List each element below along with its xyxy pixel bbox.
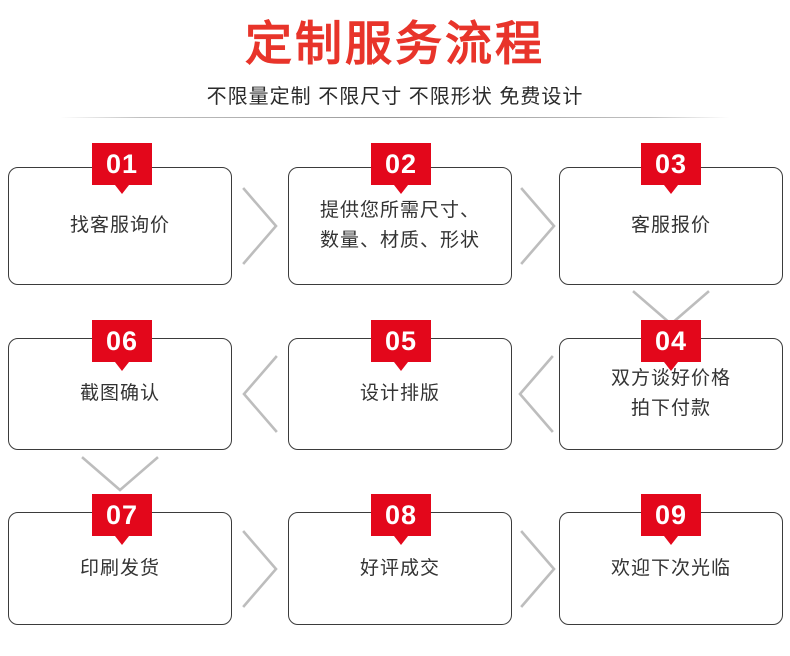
step-badge-06: 06	[92, 320, 152, 371]
step-label-04: 双方谈好价格 拍下付款	[610, 368, 731, 419]
step-number-02: 02	[384, 148, 418, 179]
step-badge-05: 05	[371, 320, 431, 371]
step-number-09: 09	[654, 499, 688, 530]
step-number-08: 08	[384, 499, 418, 530]
connector-07-to-08-chevron-right-icon	[236, 526, 284, 612]
connector-02-to-03-chevron-right-icon	[514, 183, 562, 269]
step-label-02: 提供您所需尺寸、 数量、材质、形状	[319, 200, 480, 251]
connector-01-to-02-chevron-right-icon	[236, 183, 284, 269]
step-label-03: 客服报价	[630, 215, 711, 236]
step-badge-03: 03	[641, 143, 701, 194]
step-label-01: 找客服询价	[69, 215, 170, 236]
step-label-06: 截图确认	[79, 383, 160, 404]
connector-08-to-09-chevron-right-icon	[514, 526, 562, 612]
step-number-05: 05	[384, 325, 418, 356]
step-number-01: 01	[105, 148, 139, 179]
page-title: 定制服务流程	[245, 17, 545, 70]
connector-05-to-06-chevron-left-icon	[236, 351, 284, 437]
step-box-05[interactable]: 设计排版	[288, 338, 512, 450]
step-label-09: 欢迎下次光临	[610, 557, 731, 579]
connector-04-to-05-chevron-left-icon	[512, 351, 560, 437]
step-label-08: 好评成交	[359, 557, 440, 579]
step-box-04[interactable]: 双方谈好价格 拍下付款	[559, 338, 783, 450]
step-label-05: 设计排版	[359, 383, 440, 404]
step-label-07: 印刷发货	[79, 557, 160, 579]
step-number-06: 06	[105, 325, 139, 356]
step-badge-04: 04	[641, 320, 701, 371]
step-badge-02: 02	[371, 143, 431, 194]
step-number-04: 04	[654, 325, 688, 356]
step-badge-09: 09	[641, 494, 701, 545]
step-badge-08: 08	[371, 494, 431, 545]
connector-06-to-07-chevron-down-icon	[77, 452, 163, 500]
header-section: 定制服务流程 不限量定制 不限尺寸 不限形状 免费设计	[0, 0, 790, 126]
page-subtitle: 不限量定制 不限尺寸 不限形状 免费设计	[206, 86, 584, 108]
step-badge-01: 01	[92, 143, 152, 194]
step-number-03: 03	[654, 148, 688, 179]
header-divider	[60, 117, 730, 118]
step-number-07: 07	[105, 499, 139, 530]
step-badge-07: 07	[92, 494, 152, 545]
